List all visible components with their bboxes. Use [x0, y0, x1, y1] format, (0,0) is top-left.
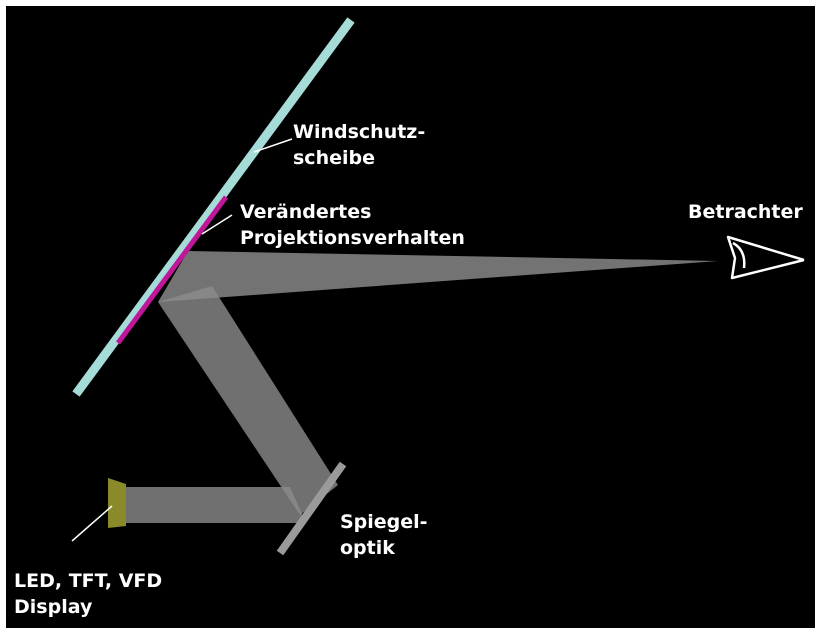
windshield-label: Windschutz- scheibe [293, 119, 425, 171]
mirror-label-line2: optik [340, 537, 395, 559]
hud-diagram [71, 17, 805, 556]
beam-display-to-mirror [118, 487, 306, 523]
projection-label-line1: Verändertes [240, 201, 372, 223]
mirror [276, 461, 347, 556]
eye-icon [726, 235, 805, 280]
mirror-label-line1: Spiegel- [340, 511, 428, 533]
diagram-panel: Windschutz- scheibe Verändertes Projekti… [6, 6, 815, 628]
beam-windshield-to-viewer [158, 251, 718, 302]
display-leader [71, 505, 113, 542]
display-icon [108, 478, 126, 528]
windshield-label-line1: Windschutz- [293, 121, 426, 143]
display-label: LED, TFT, VFD Display [14, 568, 162, 620]
projection-zone [115, 195, 229, 345]
windshield-label-line2: scheibe [293, 147, 375, 169]
beam-mirror-to-windshield [158, 286, 338, 515]
mirror-label: Spiegel- optik [340, 509, 428, 561]
projection-leader [201, 214, 233, 235]
windshield [72, 17, 355, 397]
projection-label-line2: Projektionsverhalten [240, 227, 465, 249]
display-label-line1: LED, TFT, VFD [14, 570, 163, 592]
display-label-line2: Display [14, 596, 93, 618]
projection-label: Verändertes Projektionsverhalten [240, 199, 465, 251]
viewer-label: Betrachter [688, 201, 803, 223]
windshield-leader [253, 138, 293, 153]
